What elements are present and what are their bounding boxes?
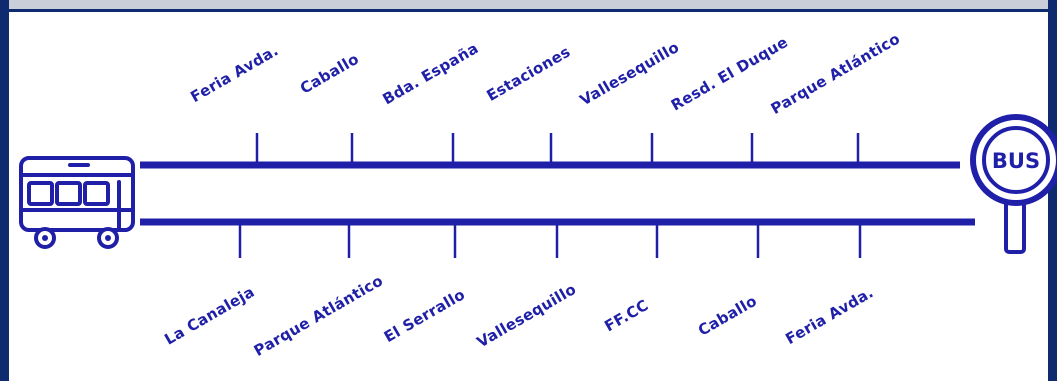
outbound-stop-label: Parque Atlántico	[768, 29, 903, 118]
inbound-stop-label: Feria Avda.	[782, 283, 876, 348]
header-border	[0, 9, 1057, 12]
outbound-stop-label: Feria Avda.	[187, 41, 281, 106]
bus-stop-sign-icon: BUS	[970, 114, 1057, 254]
inbound-stop-label: FF.CC	[601, 296, 651, 335]
inbound-stop-label: Parque Atlántico	[251, 271, 386, 360]
outbound-stop-label: Vallesequillo	[577, 38, 683, 109]
right-frame-border	[1048, 0, 1057, 381]
outbound-stop-label: Estaciones	[483, 42, 573, 104]
bus-icon	[19, 156, 135, 249]
inbound-stop-label: Vallesequillo	[474, 280, 580, 351]
stop-sign-text: BUS	[992, 149, 1040, 173]
header-strip	[0, 0, 1057, 10]
inbound-stop-label: La Canaleja	[161, 283, 257, 349]
left-frame-border	[0, 0, 9, 381]
inbound-stop-label: Caballo	[695, 292, 760, 340]
outbound-stop-label: Caballo	[297, 50, 362, 98]
inbound-stop-label: El Serrallo	[381, 285, 468, 346]
outbound-stop-label: Bda. España	[380, 39, 482, 108]
